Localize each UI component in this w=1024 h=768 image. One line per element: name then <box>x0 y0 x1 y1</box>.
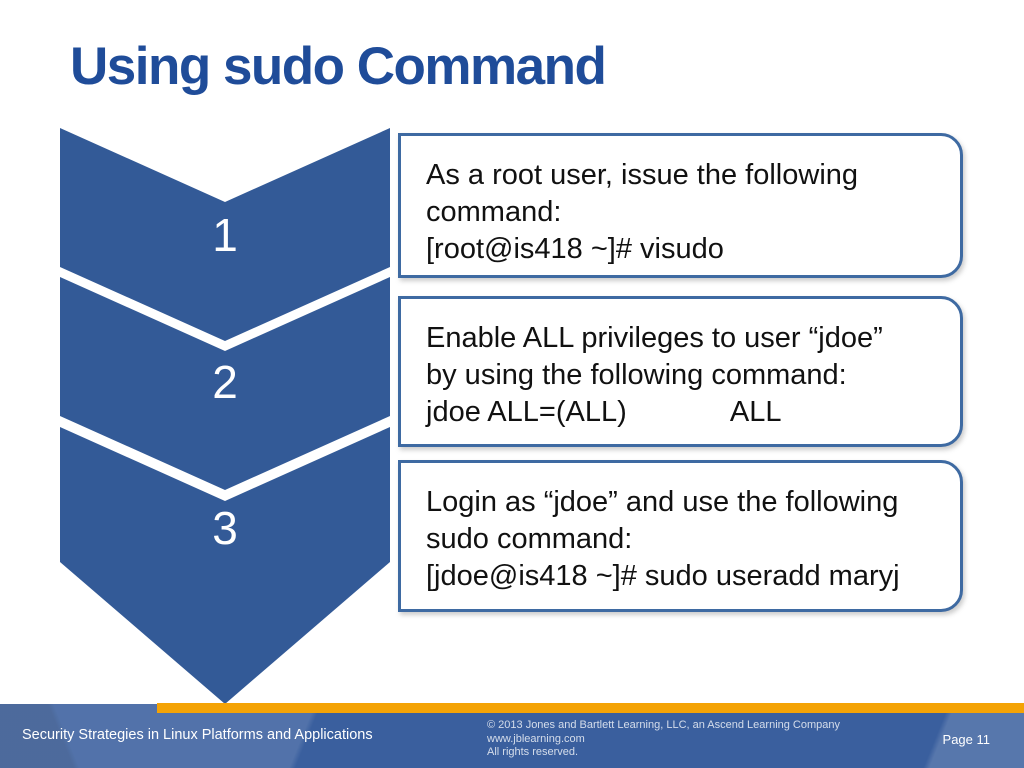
step-3-line-2: sudo command: <box>426 523 633 555</box>
step-2-line-2: by using the following command: <box>426 359 847 391</box>
chevron-list-graphic <box>60 128 390 704</box>
slide-title: Using sudo Command <box>70 37 607 96</box>
footer-copyright-line-1: © 2013 Jones and Bartlett Learning, LLC,… <box>487 719 841 731</box>
step-2-line-1: Enable ALL privileges to user “jdoe” <box>426 322 883 354</box>
footer-bar <box>0 704 1024 768</box>
step-2-card: Enable ALL privileges to user “jdoe” by … <box>398 296 963 447</box>
step-1-line-1: As a root user, issue the following <box>426 159 859 191</box>
page-number: Page 11 <box>942 732 990 747</box>
step-3-line-1: Login as “jdoe” and use the following <box>426 486 899 518</box>
footer-copyright: © 2013 Jones and Bartlett Learning, LLC,… <box>487 719 840 760</box>
footer-copyright-line-2: www.jblearning.com <box>487 732 585 745</box>
step-2-number: 2 <box>212 356 238 408</box>
chevron-step-2-shape <box>60 277 390 490</box>
step-1-line-2: command: <box>426 196 562 228</box>
step-3-number: 3 <box>212 502 238 554</box>
step-3-card: Login as “jdoe” and use the following su… <box>398 460 963 612</box>
step-1-number: 1 <box>212 209 238 261</box>
chevron-step-3-shape <box>60 427 390 704</box>
footer-copyright-line-3: All rights reserved. <box>487 746 579 758</box>
footer-book-title: Security Strategies in Linux Platforms a… <box>22 727 373 743</box>
step-2-line-3: jdoe ALL=(ALL) ALL <box>426 396 782 428</box>
step-3-line-3: [jdoe@is418 ~]# sudo useradd maryj <box>426 560 900 592</box>
footer-accent-bar <box>157 703 1024 713</box>
step-1-card: As a root user, issue the following comm… <box>398 133 963 278</box>
step-1-line-3: [root@is418 ~]# visudo <box>426 233 724 265</box>
chevron-step-1-shape <box>60 128 390 341</box>
